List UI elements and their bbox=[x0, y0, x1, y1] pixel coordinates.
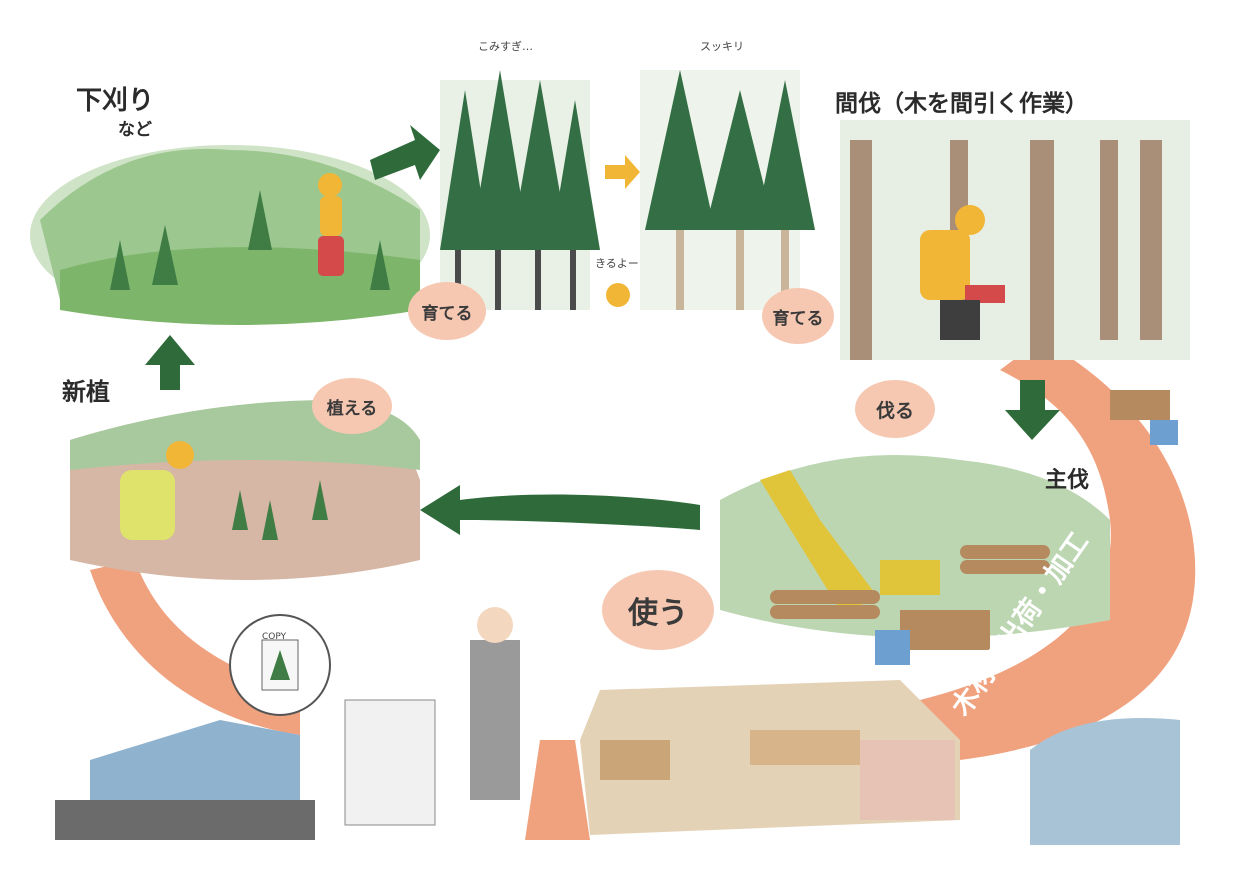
dense-forest-scene bbox=[440, 70, 600, 310]
office-building bbox=[55, 720, 315, 840]
arrow-planting-to-weeding bbox=[145, 335, 195, 390]
return-band-center bbox=[525, 740, 590, 840]
arrow-final-to-planting bbox=[420, 485, 700, 535]
cutting-call-note: きるよー bbox=[595, 257, 639, 270]
bubble-grow-1: 育てる bbox=[408, 282, 486, 340]
furniture-room-scene bbox=[580, 680, 960, 835]
truck-bottom bbox=[875, 610, 990, 665]
thinning-scene bbox=[840, 120, 1190, 360]
bubble-plant: 植える bbox=[312, 378, 392, 434]
stage-title-planting: 新植 bbox=[62, 378, 110, 406]
stage-title-weeding: 下刈り bbox=[76, 86, 155, 116]
truck-top bbox=[1110, 390, 1178, 445]
bubble-grow-2: 育てる bbox=[762, 288, 834, 344]
shipping-band bbox=[920, 340, 1196, 760]
weeding-scene bbox=[30, 145, 430, 325]
arrow-weeding-to-dense bbox=[370, 125, 440, 180]
final-cut-scene bbox=[720, 455, 1110, 638]
dense-to-clear-arrow bbox=[605, 155, 640, 189]
dense-forest-note: こみすぎ… bbox=[478, 40, 533, 53]
bubble-cut: 伐る bbox=[855, 380, 935, 438]
stage-title-thinning: 間伐（木を間引く作業） bbox=[835, 91, 1088, 117]
stage-title-final-cut: 主伐 bbox=[1045, 468, 1090, 493]
clear-forest-note: スッキリ bbox=[700, 40, 744, 53]
arrow-thinning-to-final bbox=[1005, 380, 1060, 440]
stage-subtitle-weeding: など bbox=[118, 120, 152, 140]
modern-building bbox=[1030, 718, 1180, 845]
copier-scene bbox=[229, 607, 520, 826]
clear-forest-scene bbox=[606, 70, 815, 310]
bubble-use: 使う bbox=[602, 570, 714, 650]
copy-mark: COPY bbox=[262, 632, 287, 642]
